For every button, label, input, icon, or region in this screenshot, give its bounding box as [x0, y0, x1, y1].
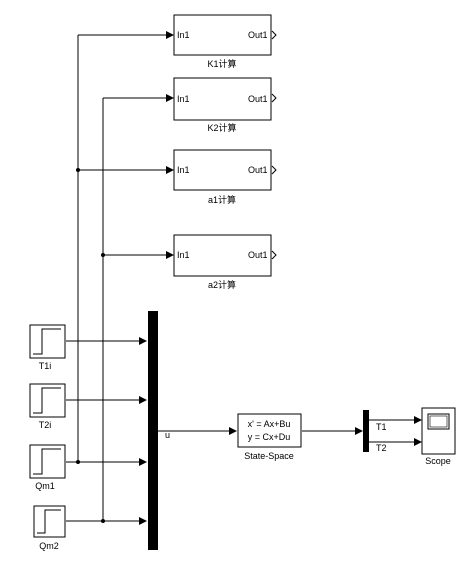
- state-space-eq2: y = Cx+Du: [248, 432, 291, 442]
- demux-out2-label: T2: [376, 443, 387, 453]
- subsystem-label: a2计算: [208, 279, 236, 290]
- demux-block[interactable]: T1 T2: [363, 410, 387, 453]
- step-icon: [33, 328, 61, 355]
- source-qm1[interactable]: Qm1: [29, 444, 66, 491]
- source-qm2[interactable]: Qm2: [33, 505, 66, 551]
- source-label: T2i: [39, 420, 52, 430]
- state-space-eq1: x' = Ax+Bu: [248, 419, 291, 429]
- out-port-label: Out1: [248, 165, 268, 175]
- mux-signal-label: u: [165, 430, 170, 440]
- source-t1i[interactable]: T1i: [29, 324, 66, 371]
- subsystem-k2[interactable]: In1 Out1 K2计算: [173, 77, 277, 133]
- state-space-label: State-Space: [244, 451, 294, 461]
- in-port-label: In1: [177, 30, 190, 40]
- subsystem-label: a1计算: [208, 194, 236, 205]
- in-port-label: In1: [177, 250, 190, 260]
- source-label: T1i: [39, 361, 52, 371]
- step-icon: [33, 448, 61, 475]
- signal-wires: [66, 31, 422, 525]
- subsystem-a1[interactable]: In1 Out1 a1计算: [173, 149, 277, 205]
- source-label: Qm1: [35, 481, 55, 491]
- mux-block[interactable]: u: [148, 311, 170, 550]
- subsystem-k1[interactable]: In1 Out1 K1计算: [173, 14, 277, 69]
- scope-block[interactable]: Scope: [421, 407, 456, 466]
- scope-icon: [427, 413, 450, 430]
- source-t2i[interactable]: T2i: [29, 383, 66, 430]
- demux-out1-label: T1: [376, 422, 387, 432]
- step-icon: [37, 509, 61, 534]
- scope-label: Scope: [425, 456, 451, 466]
- state-space-block[interactable]: x' = Ax+Bu y = Cx+Du State-Space: [237, 413, 302, 461]
- step-icon: [33, 387, 61, 414]
- source-label: Qm2: [39, 541, 59, 551]
- subsystem-label: K2计算: [207, 122, 236, 133]
- in-port-label: In1: [177, 165, 190, 175]
- out-port-label: Out1: [248, 250, 268, 260]
- subsystem-a2[interactable]: In1 Out1 a2计算: [173, 234, 277, 290]
- in-port-label: In1: [177, 94, 190, 104]
- subsystem-label: K1计算: [207, 58, 236, 69]
- out-port-label: Out1: [248, 30, 268, 40]
- out-port-label: Out1: [248, 94, 268, 104]
